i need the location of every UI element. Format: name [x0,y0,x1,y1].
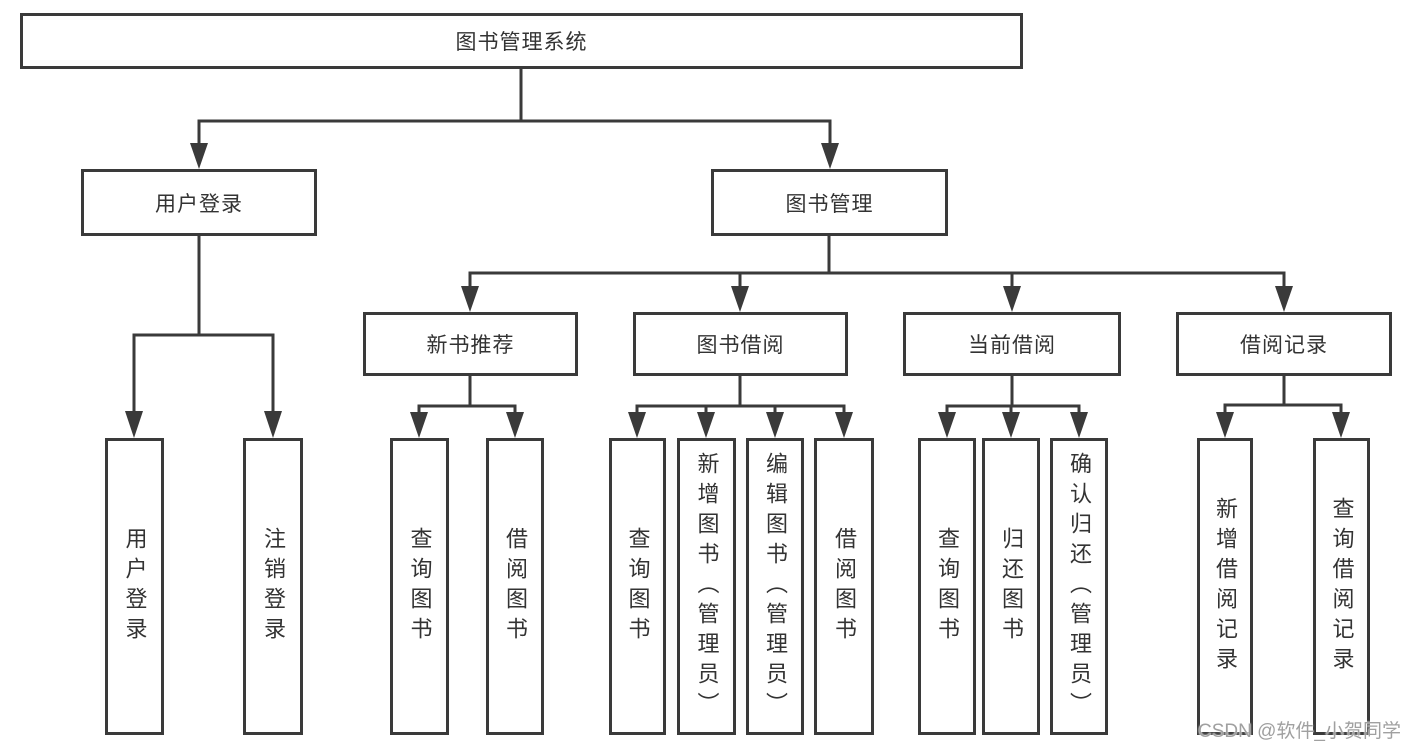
csdn-watermark: CSDN @软件_小贺同学 [1198,721,1401,742]
node-borrow-records-label: 借阅记录 [1240,334,1328,357]
leaf-confirm-return-admin: 确认归还（管理员） [1050,438,1108,735]
leaf-query-books-recommend-label: 查询图书 [407,526,433,647]
arrowheads-level3 [461,286,1293,312]
arrowheads-level2 [190,143,839,169]
leaf-borrow-books: 借阅图书 [814,438,874,735]
leaf-logout: 注销登录 [243,438,303,735]
leaf-edit-book-admin-label: 编辑图书（管理员） [763,451,788,722]
connector-user-login-branch [132,234,275,414]
leaf-confirm-return-admin-label: 确认归还（管理员） [1067,451,1092,722]
connector-borrow-records-group [1223,374,1343,415]
connector-root-to-level2 [197,67,832,148]
leaf-logout-label: 注销登录 [261,526,286,647]
leaf-borrow-books-recommend: 借阅图书 [486,438,544,735]
leaf-query-borrow-record: 查询借阅记录 [1313,438,1370,735]
leaf-query-books-borrow-label: 查询图书 [625,526,651,647]
leaf-query-borrow-record-label: 查询借阅记录 [1329,496,1355,677]
leaf-add-borrow-record-label: 新增借阅记录 [1213,496,1238,677]
leaf-user-login: 用户登录 [105,438,164,735]
leaf-query-books-borrow: 查询图书 [609,438,666,735]
connector-book-management-branch [468,234,1286,290]
connector-current-borrow-group [945,374,1081,415]
leaf-return-book-label: 归还图书 [999,526,1024,647]
node-current-borrow-label: 当前借阅 [968,334,1056,357]
node-new-book-recommend-label: 新书推荐 [426,334,515,357]
leaf-add-book-admin: 新增图书（管理员） [677,438,736,735]
node-borrow-records: 借阅记录 [1176,312,1392,376]
leaf-edit-book-admin: 编辑图书（管理员） [746,438,804,735]
leaf-return-book: 归还图书 [982,438,1040,735]
leaf-borrow-books-label: 借阅图书 [832,526,857,647]
node-root-label: 图书管理系统 [455,31,588,54]
arrowheads-current-borrow [938,412,1088,438]
node-book-borrow-label: 图书借阅 [696,334,785,357]
leaf-user-login-label: 用户登录 [122,526,148,647]
node-user-login-branch-label: 用户登录 [155,192,243,216]
connector-new-book-recommend-group [417,374,517,415]
arrowheads-borrow-records [1216,412,1350,438]
node-user-login-branch: 用户登录 [81,169,317,236]
node-book-management-branch-label: 图书管理 [785,192,874,216]
leaf-add-book-admin-label: 新增图书（管理员） [694,451,720,722]
arrowheads-new-book-recommend [410,412,524,438]
node-new-book-recommend: 新书推荐 [363,312,578,376]
leaf-add-borrow-record: 新增借阅记录 [1197,438,1253,735]
leaf-query-books-current-label: 查询图书 [935,526,960,647]
leaf-query-books-recommend: 查询图书 [390,438,449,735]
leaf-borrow-books-recommend-label: 借阅图书 [503,526,528,647]
node-book-borrow: 图书借阅 [633,312,848,376]
arrowheads-book-borrow [628,412,853,438]
node-root-library-system: 图书管理系统 [20,13,1023,69]
connector-book-borrow-group [635,374,846,415]
node-current-borrow: 当前借阅 [903,312,1121,376]
leaf-query-books-current: 查询图书 [918,438,976,735]
arrowheads-user-login-leaves [125,411,282,438]
node-book-management-branch: 图书管理 [711,169,948,236]
